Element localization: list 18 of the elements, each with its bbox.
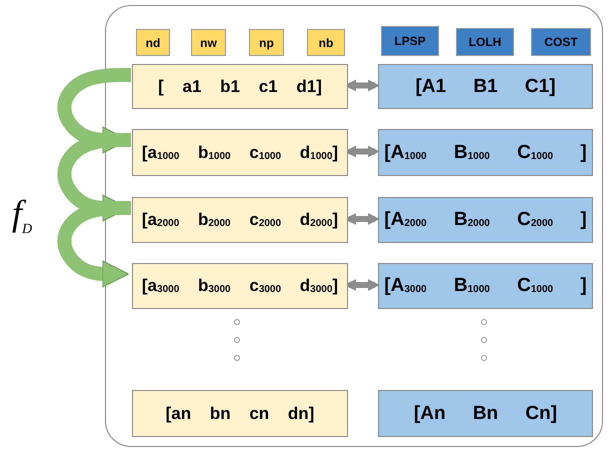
parameter-vector: [a$_{3000}$ b$_{3000}$ c$_{3000}$ d$_{3000}$] [142,276,338,296]
parameter-label: nd [146,36,160,50]
parameter-label: nw [200,36,217,50]
function-label: f$_{D}$ [12,192,32,238]
parameter-label: np [259,36,274,50]
parameter-vector: [an bn cn dn] [166,404,314,424]
metric-label: LPSP [394,34,426,48]
output-vector: [A1 B1 C1] [415,76,556,98]
parameter-label: nb [318,36,334,50]
parameter-vector: [a$_{1000}$ b$_{1000}$ c$_{1000}$ d$_{1000}$] [142,142,338,162]
metric-label: COST [544,35,578,49]
metric-label: LOLH [468,35,502,49]
parameter-vector: [ a1 b1 c1 d1] [158,76,322,96]
curved-arrow [56,132,130,222]
curved-arrow [56,200,130,288]
output-vector: [An Bn Cn] [414,402,558,424]
parameter-vector: [a$_{2000}$ b$_{2000}$ c$_{2000}$ d$_{2000}$] [142,210,338,230]
curved-arrow [56,68,130,154]
